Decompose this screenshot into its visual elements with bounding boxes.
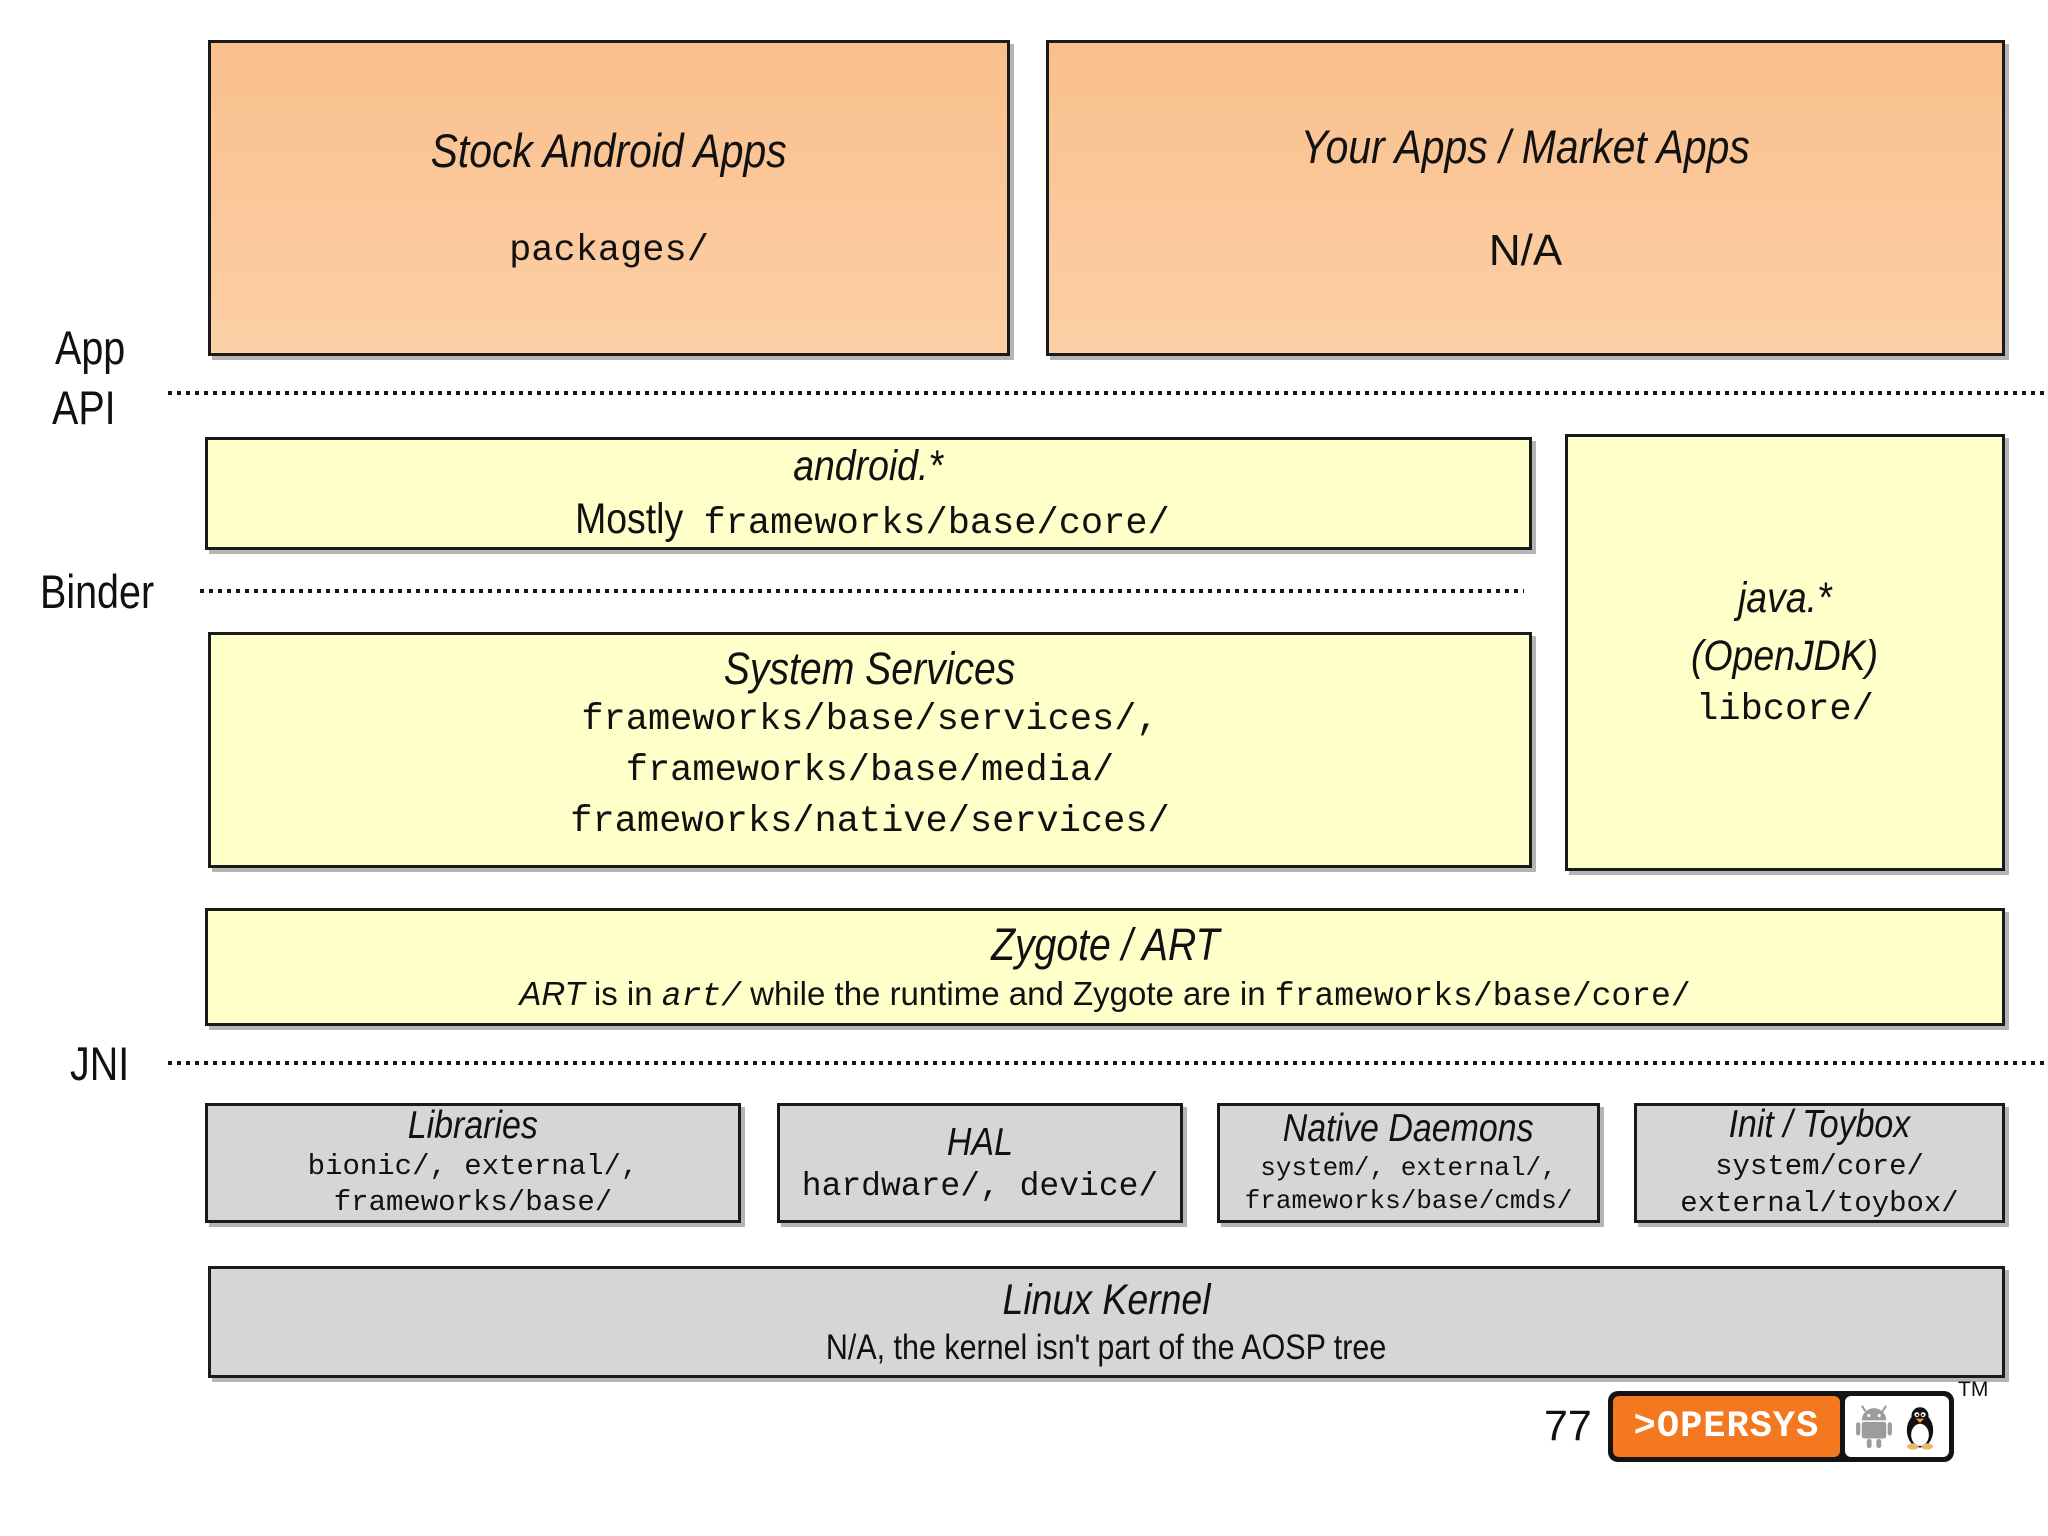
layer-label-app: App xyxy=(55,321,126,374)
android-api-location: frameworks/base/core/ xyxy=(703,503,1170,546)
zygote-art-title: Zygote / ART xyxy=(990,918,1220,970)
system-services-location: frameworks/base/services/, xyxy=(581,698,1159,741)
zygote-art-note: ART is in art/ while the runtime and Zyg… xyxy=(519,975,1690,1015)
box-hal: HAL hardware/, device/ xyxy=(777,1103,1183,1223)
libraries-location: frameworks/base/ xyxy=(333,1186,613,1220)
linux-kernel-subtitle: N/A, the kernel isn't part of the AOSP t… xyxy=(826,1328,1387,1368)
init-toybox-location: external/toybox/ xyxy=(1680,1187,1959,1221)
hal-title: HAL xyxy=(946,1121,1014,1165)
zygote-note-path: frameworks/base/core/ xyxy=(1274,978,1691,1016)
layer-label-jni: JNI xyxy=(70,1037,130,1090)
system-services-location: frameworks/native/services/ xyxy=(570,800,1170,843)
system-services-title: System Services xyxy=(724,643,1016,694)
native-daemons-title: Native Daemons xyxy=(1283,1106,1534,1150)
box-init-toybox: Init / Toybox system/core/ external/toyb… xyxy=(1634,1103,2005,1223)
stock-apps-location: packages/ xyxy=(509,230,709,273)
zygote-note-isin: is in xyxy=(584,975,662,1013)
linux-kernel-title: Linux Kernel xyxy=(1002,1275,1211,1324)
page-number: 77 xyxy=(1544,1402,1592,1450)
native-daemons-location: frameworks/base/cmds/ xyxy=(1244,1186,1573,1217)
android-robot-icon xyxy=(1855,1404,1892,1448)
box-zygote-art: Zygote / ART ART is in art/ while the ru… xyxy=(205,908,2005,1026)
box-stock-android-apps: Stock Android Apps packages/ xyxy=(208,40,1010,356)
android-api-location-line: Mostly frameworks/base/core/ xyxy=(567,495,1169,545)
hal-location: hardware/, device/ xyxy=(801,1167,1159,1205)
binder-separator-line xyxy=(200,589,1524,593)
android-api-title: android.* xyxy=(793,441,944,490)
box-android-api: android.* Mostly frameworks/base/core/ xyxy=(205,437,1532,550)
trademark-symbol: TM xyxy=(1958,1378,1989,1401)
box-linux-kernel: Linux Kernel N/A, the kernel isn't part … xyxy=(208,1266,2005,1378)
native-daemons-location: system/, external/, xyxy=(1260,1152,1557,1183)
market-apps-location: N/A xyxy=(1488,226,1563,276)
layer-label-binder: Binder xyxy=(40,565,155,618)
opersys-logo-icons xyxy=(1845,1396,1949,1457)
box-libraries: Libraries bionic/, external/, frameworks… xyxy=(205,1103,741,1223)
init-toybox-location: system/core/ xyxy=(1715,1150,1924,1184)
init-toybox-title: Init / Toybox xyxy=(1728,1103,1911,1147)
jni-separator-line xyxy=(168,1061,2048,1065)
box-system-services: System Services frameworks/base/services… xyxy=(208,632,1532,868)
box-your-market-apps: Your Apps / Market Apps N/A xyxy=(1046,40,2005,356)
android-api-location-prefix: Mostly xyxy=(575,495,684,544)
libraries-location: bionic/, external/, xyxy=(307,1150,639,1184)
stock-apps-title: Stock Android Apps xyxy=(430,123,788,177)
app-api-separator-line xyxy=(168,391,2048,395)
java-api-title: java.* xyxy=(1738,574,1832,623)
java-api-subtitle: (OpenJDK) xyxy=(1691,631,1879,680)
opersys-logo-text: >OPERSYS xyxy=(1633,1405,1820,1448)
market-apps-title: Your Apps / Market Apps xyxy=(1300,119,1751,173)
tux-penguin-icon xyxy=(1906,1406,1933,1450)
zygote-note-art: ART xyxy=(519,975,585,1013)
java-api-location: libcore/ xyxy=(1696,688,1874,731)
opersys-logo: >OPERSYS xyxy=(1608,1391,1954,1462)
libraries-title: Libraries xyxy=(407,1104,539,1148)
box-native-daemons: Native Daemons system/, external/, frame… xyxy=(1217,1103,1600,1223)
box-java-openjdk: java.* (OpenJDK) libcore/ xyxy=(1565,434,2005,871)
system-services-location: frameworks/base/media/ xyxy=(625,749,1115,792)
zygote-note-art-path: art/ xyxy=(661,978,741,1016)
zygote-note-middle: while the runtime and Zygote are in xyxy=(740,975,1275,1013)
opersys-logo-wordmark: >OPERSYS xyxy=(1613,1396,1840,1457)
layer-label-api: API xyxy=(52,381,116,434)
